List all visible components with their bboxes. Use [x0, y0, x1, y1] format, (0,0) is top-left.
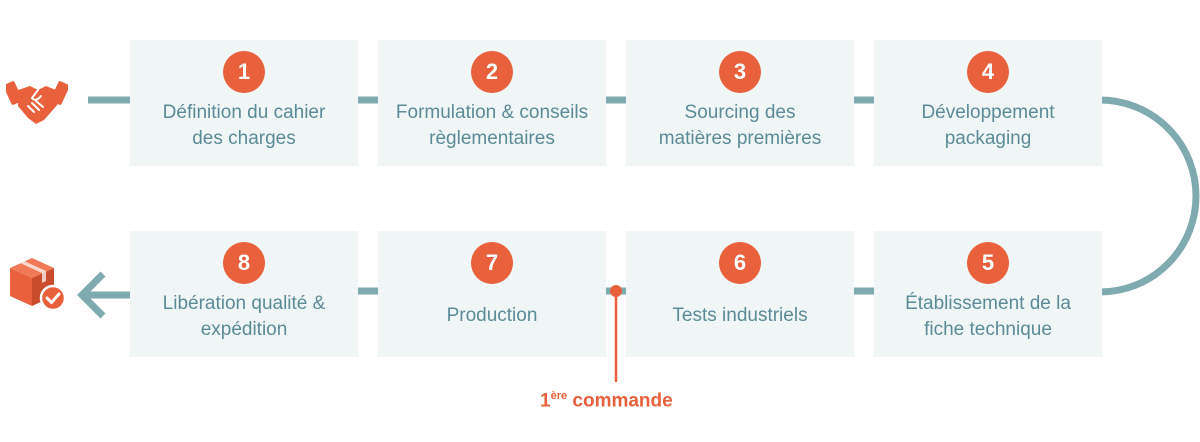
- step-number-badge: 6: [719, 242, 761, 284]
- step-label: Tests industriels: [672, 305, 808, 326]
- first-order-marker-label: 1ère commande: [540, 390, 673, 412]
- step-number-badge: 7: [471, 242, 513, 284]
- step-card: 7 Production: [378, 231, 606, 357]
- handshake-icon: [6, 81, 68, 124]
- step-number-badge: 5: [967, 242, 1009, 284]
- package-check-icon: [10, 258, 67, 312]
- step-label: Libération qualité &expédition: [162, 293, 326, 340]
- step-number-badge: 3: [719, 51, 761, 93]
- step-number-badge: 2: [471, 51, 513, 93]
- step-card: 6 Tests industriels: [626, 231, 854, 357]
- step-number-badge: 4: [967, 51, 1009, 93]
- step-number-badge: 1: [223, 51, 265, 93]
- step-label: Production: [446, 305, 538, 326]
- step-card: 8 Libération qualité &expédition: [130, 231, 358, 357]
- step-number-badge: 8: [223, 242, 265, 284]
